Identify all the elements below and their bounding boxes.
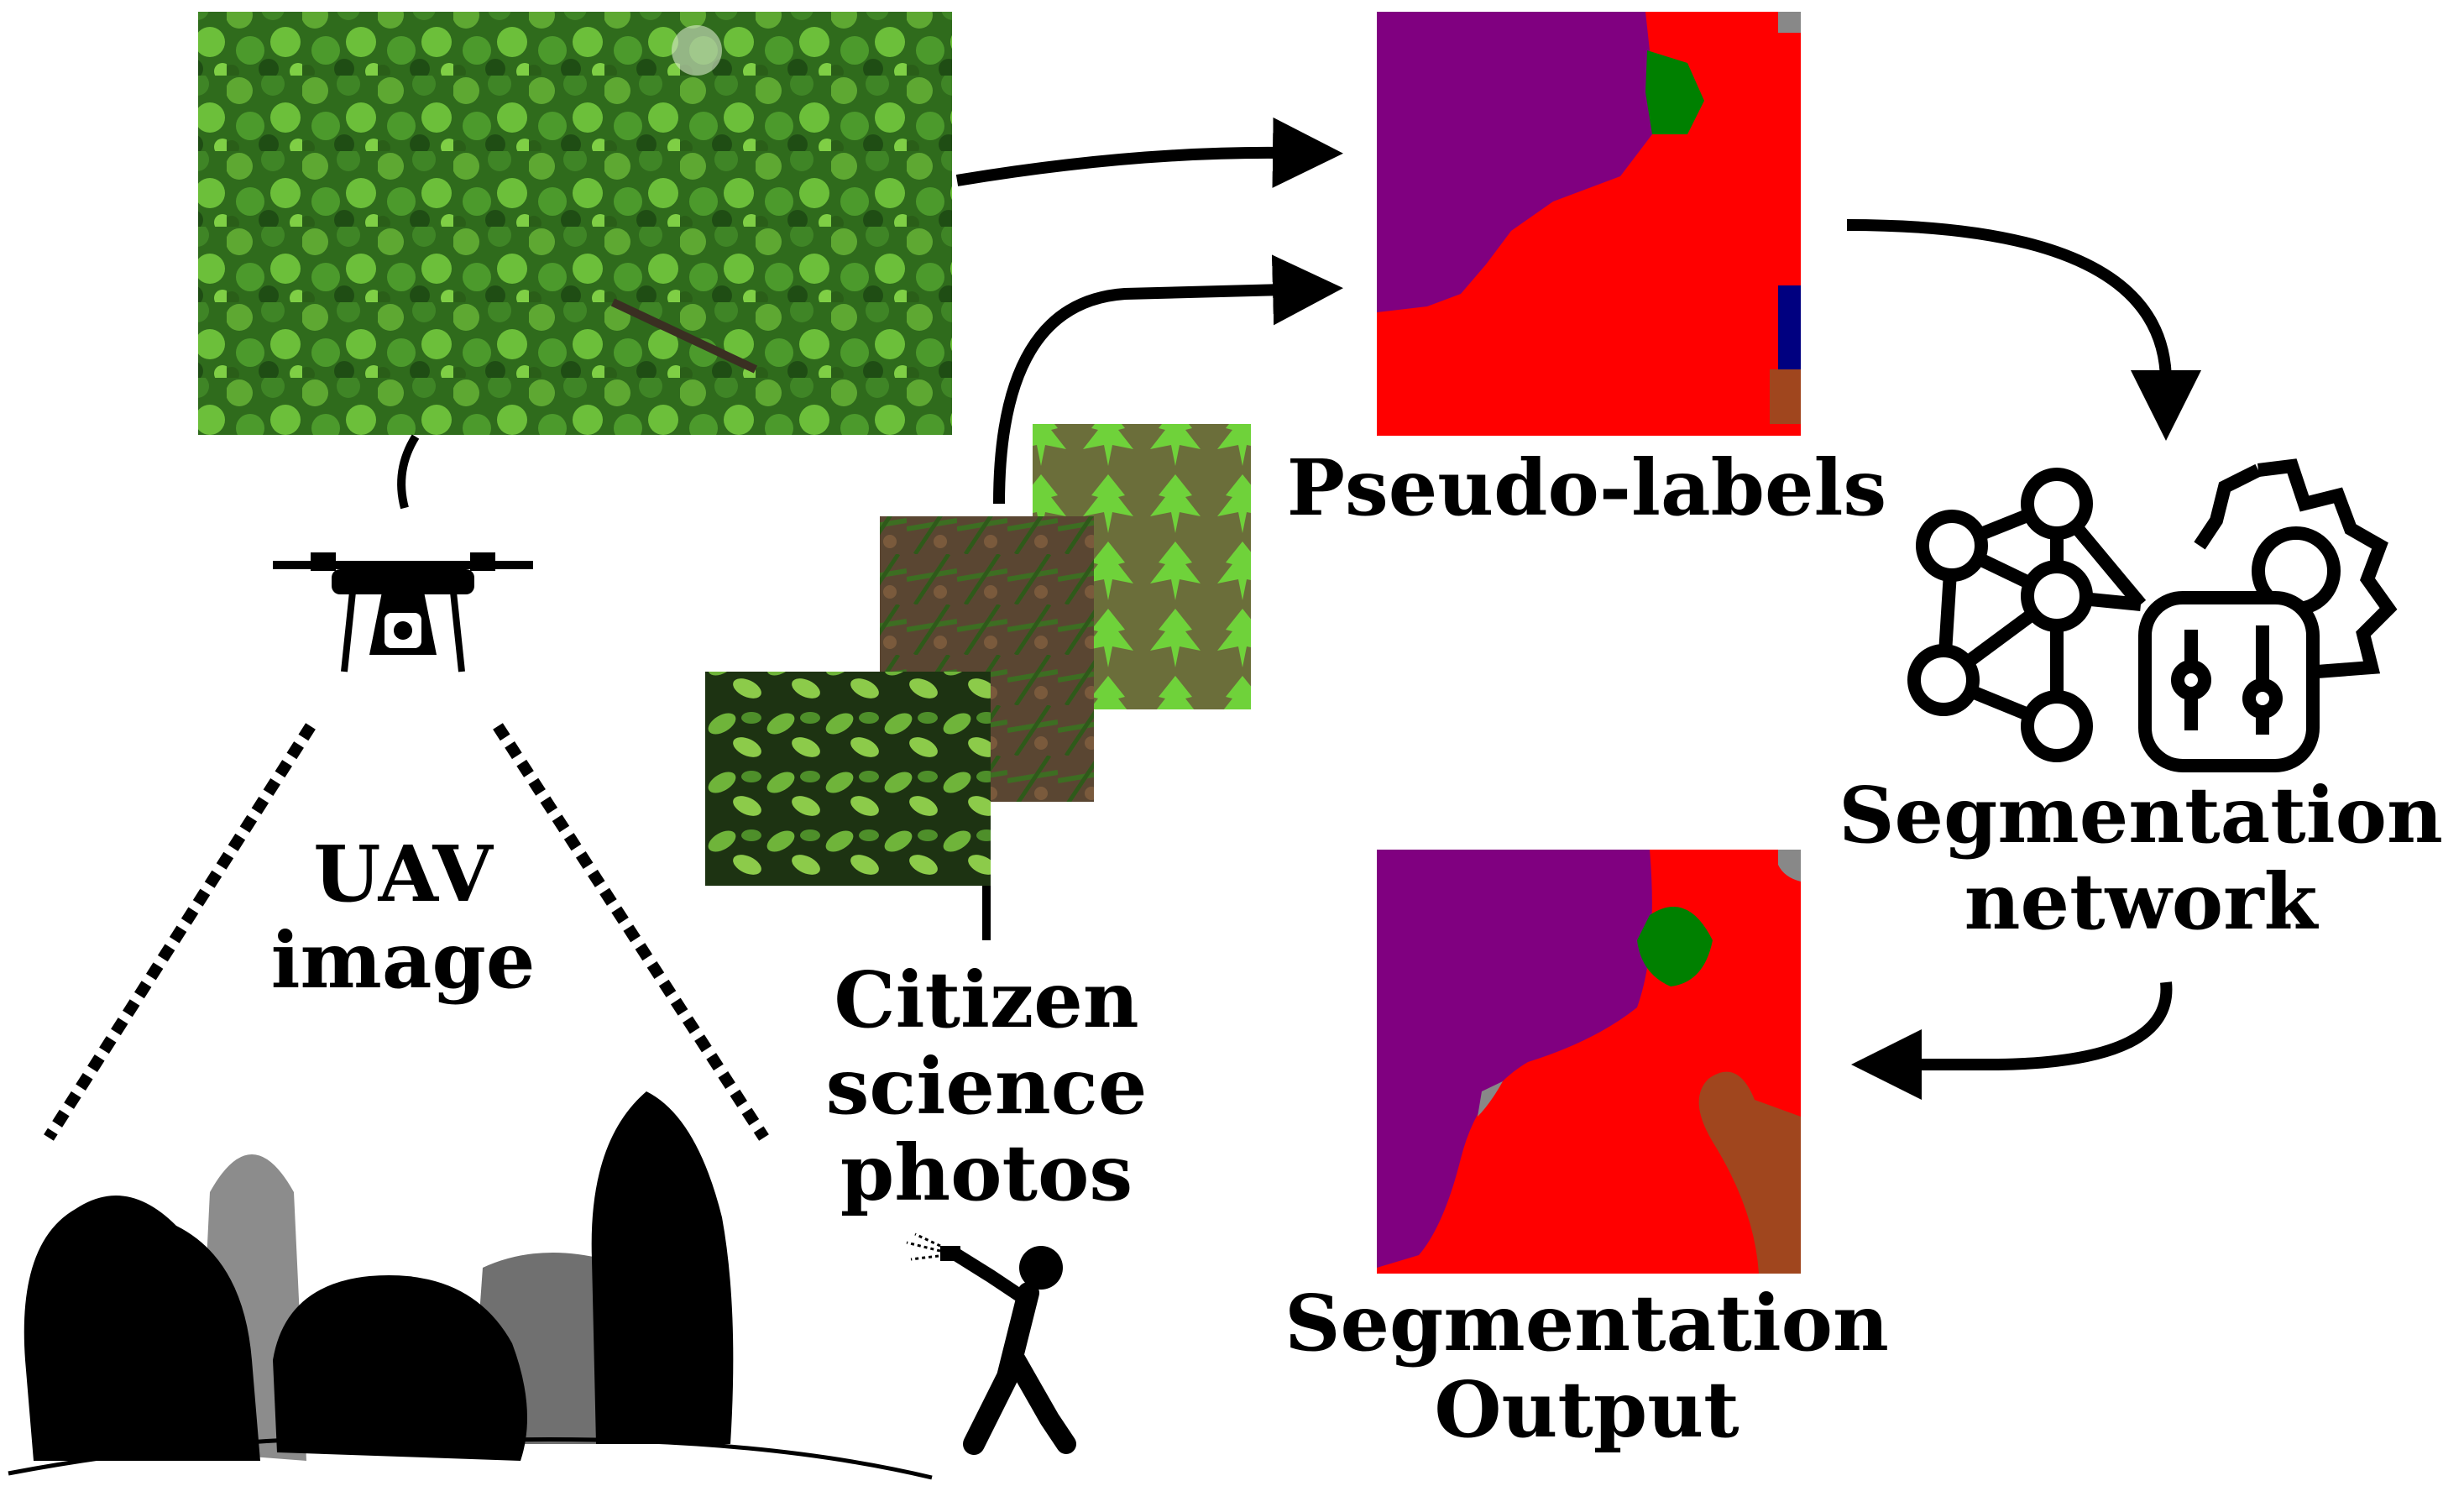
uav-image-label-line1: UAV bbox=[313, 829, 493, 919]
citizen-photo-1 bbox=[705, 672, 991, 886]
drone-icon bbox=[273, 552, 533, 672]
segmentation-network-label-line2: network bbox=[1964, 856, 2318, 948]
segmentation-output-label-line1: Segmentation bbox=[1284, 1278, 1889, 1368]
fov-right-dotted bbox=[493, 723, 769, 1141]
citizen-photos-stack bbox=[705, 424, 1251, 886]
citizen-photos-label-line2: science bbox=[825, 1041, 1148, 1133]
segmentation-output-label-line2: Output bbox=[1434, 1364, 1739, 1456]
arrow-uav-to-pseudolabels bbox=[955, 117, 1343, 188]
uav-image-label-line2: image bbox=[270, 915, 536, 1007]
citizen-photos-label-line3: photos bbox=[840, 1128, 1133, 1219]
arrow-photos-to-pseudolabels bbox=[993, 254, 1343, 505]
pseudo-labels-label: Pseudo-labels bbox=[1286, 442, 1887, 533]
neural-network-icon bbox=[1907, 468, 2147, 762]
fov-left-dotted bbox=[44, 723, 316, 1141]
uav-image-label: UAV image bbox=[269, 829, 537, 1007]
pseudo-labels-map bbox=[1377, 12, 1801, 436]
tree-silhouette-icon bbox=[8, 1091, 933, 1480]
segmentation-output-label: Segmentation Output bbox=[1276, 1278, 1897, 1456]
arrow-pseudolabels-to-network bbox=[1846, 219, 2201, 441]
photographer-icon bbox=[906, 1232, 1076, 1455]
arrow-network-to-output bbox=[1851, 981, 2173, 1100]
citizen-photos-label: Citizen science photos bbox=[806, 955, 1167, 1219]
uav-aerial-photo bbox=[198, 12, 952, 435]
citizen-photos-label-line1: Citizen bbox=[834, 955, 1139, 1045]
control-panel-icon bbox=[2138, 591, 2320, 772]
segmentation-output-map bbox=[1377, 850, 1801, 1274]
segmentation-network-label: Segmentation network bbox=[1830, 772, 2451, 945]
segmentation-network-label-line1: Segmentation bbox=[1839, 770, 2443, 861]
uav-image-connector bbox=[397, 434, 420, 510]
